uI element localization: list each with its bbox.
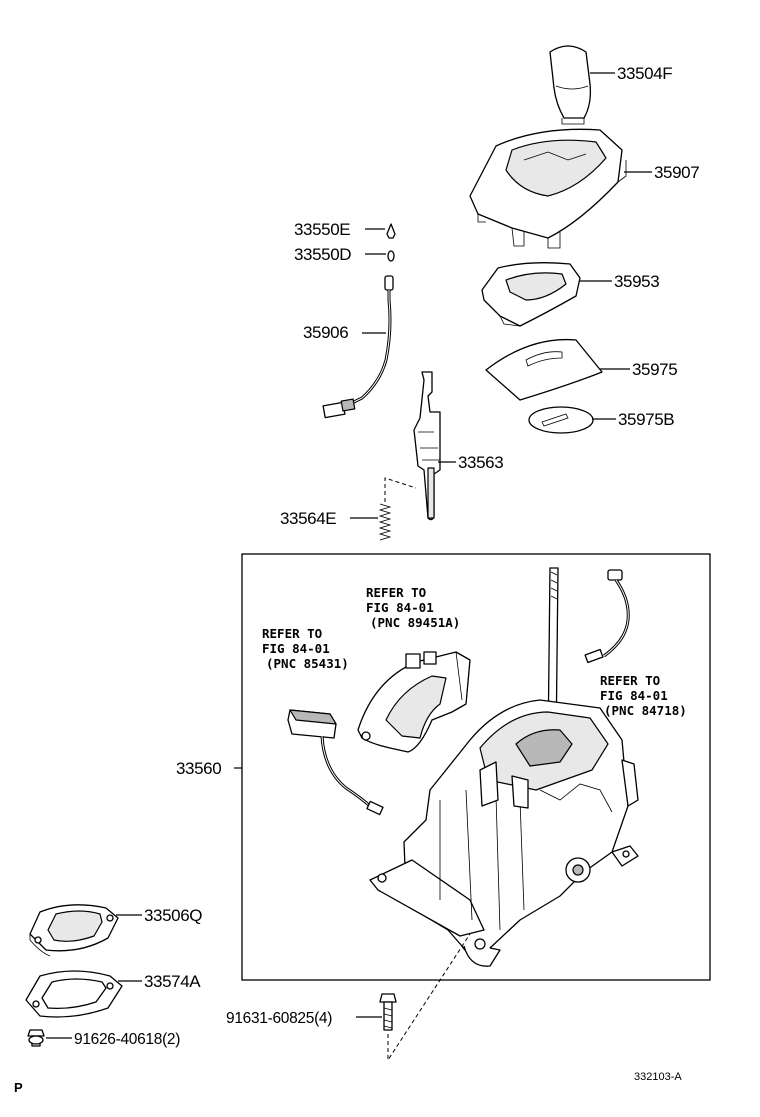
part-number-spring: 33564E [280, 509, 336, 528]
position-sensor-drawing [357, 651, 471, 753]
part-number-shift-lever-assy: 33560 [176, 759, 221, 778]
slide-cover-b-drawing [528, 406, 594, 434]
boot-retainer-drawing [29, 904, 119, 957]
spring-drawing [378, 503, 392, 541]
part-number-gasket: 33574A [144, 972, 201, 991]
refer-note-a: REFER TO FIG 84-01 (PNC 89451A) [366, 585, 460, 630]
part-number-wire: 35906 [303, 323, 348, 342]
spring-dashed-guide [384, 477, 417, 502]
corner-mark: P [14, 1080, 23, 1095]
refer-note-c: REFER TO FIG 84-01 (PNC 84718) [600, 673, 687, 718]
refer-c-line1: REFER TO [600, 673, 660, 688]
refer-b-line2: FIG 84-01 [262, 641, 330, 656]
lock-rod-drawing [413, 371, 441, 521]
refer-a-line3: (PNC 89451A) [370, 615, 460, 630]
refer-note-b: REFER TO FIG 84-01 (PNC 85431) [262, 626, 349, 671]
bezel-drawing [469, 128, 627, 249]
bolt-lower-drawing [27, 1029, 45, 1047]
bolt-dashed-guide [387, 933, 471, 1062]
harness-drawing [584, 569, 630, 664]
refer-a-line1: REFER TO [366, 585, 426, 600]
part-number-clip-d: 33550D [294, 245, 351, 264]
indicator-plate-drawing [481, 262, 581, 327]
clip-e-drawing [386, 223, 396, 239]
assembly-box [241, 553, 711, 981]
refer-b-line3: (PNC 85431) [266, 656, 349, 671]
refer-b-line1: REFER TO [262, 626, 322, 641]
refer-c-line3: (PNC 84718) [604, 703, 687, 718]
part-number-bolt-lower: 91626-40618(2) [74, 1031, 180, 1048]
clip-d-drawing [387, 250, 395, 262]
wire-drawing [322, 275, 394, 419]
shift-knob-drawing [549, 45, 592, 125]
part-number-indicator-plate: 35953 [614, 272, 659, 291]
part-number-bolt-upper: 91631-60825(4) [226, 1010, 332, 1027]
gasket-drawing [25, 970, 123, 1018]
part-number-knob: 33504F [617, 64, 672, 83]
part-number-slide-cover-b: 35975B [618, 410, 674, 429]
part-number-lock-rod: 33563 [458, 453, 503, 472]
part-number-boot-retainer: 33506Q [144, 906, 202, 925]
part-number-slide-cover: 35975 [632, 360, 677, 379]
switch-connector-drawing [287, 709, 384, 816]
bolt-upper-drawing [379, 993, 397, 1031]
refer-c-line2: FIG 84-01 [600, 688, 668, 703]
refer-a-line2: FIG 84-01 [366, 600, 434, 615]
shift-lever-housing-drawing [369, 699, 639, 967]
part-number-bezel: 35907 [654, 163, 699, 182]
part-number-clip-e: 33550E [294, 220, 350, 239]
drawing-code: 332103-A [634, 1071, 682, 1083]
slide-cover-drawing [485, 338, 603, 401]
